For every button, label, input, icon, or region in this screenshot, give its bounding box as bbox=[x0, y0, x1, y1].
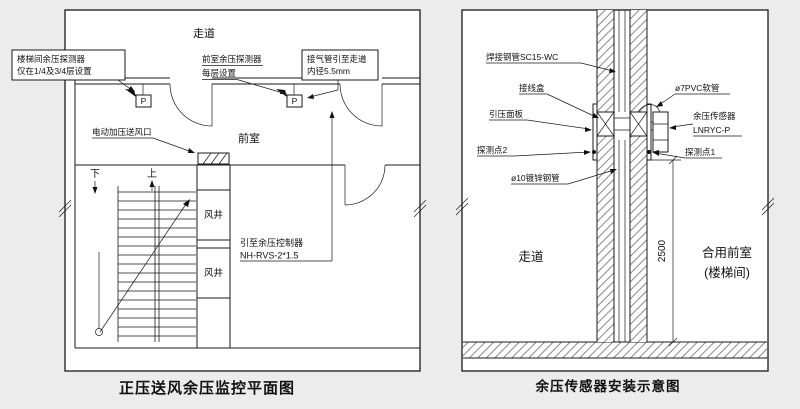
stair-up-label: 上 bbox=[147, 168, 157, 180]
sensor-assembly bbox=[592, 103, 669, 161]
detector-left-label: P bbox=[141, 96, 147, 106]
plan-break-marks bbox=[58, 199, 427, 218]
stair-down-label: 下 bbox=[90, 169, 100, 180]
sensor-note-line2: LNRYC-P bbox=[693, 125, 730, 135]
up-arrow-icon bbox=[149, 180, 155, 187]
detection-point-2-note: 探测点2 bbox=[477, 145, 508, 155]
leader-arrow bbox=[188, 148, 195, 153]
dimension-2500: 2500 bbox=[650, 155, 681, 347]
cavity-pipes bbox=[618, 10, 626, 342]
leader-arrow bbox=[610, 169, 617, 174]
air-tube-note-box bbox=[301, 49, 379, 81]
stair-detector-note-line2: 仅在1/4及3/4层设置 bbox=[17, 66, 92, 76]
down-arrow-icon bbox=[92, 187, 98, 194]
plan-caption: 正压送风余压监控平面图 bbox=[119, 379, 295, 397]
plan-view: P P 下 上 风井 风井 bbox=[11, 9, 427, 397]
fan-outlet-note: 电动加压送风口 bbox=[92, 127, 152, 137]
leader-arrow bbox=[307, 94, 314, 99]
corridor-label: 走道 bbox=[193, 26, 215, 40]
plan-annotations: 走道 前室 楼梯间余压探测器 仅在1/4及3/4层设置 前室余压探测器 每层设置… bbox=[11, 26, 379, 262]
leader-arrow bbox=[669, 125, 676, 130]
leader-arrow bbox=[609, 68, 616, 73]
section-border bbox=[461, 9, 769, 372]
section-front-room-label-line2: (楼梯间) bbox=[704, 265, 750, 280]
section-walls bbox=[596, 10, 648, 342]
leader-arrow bbox=[280, 90, 287, 94]
junction-box-note: 接线盒 bbox=[519, 83, 545, 93]
staircase: 下 上 bbox=[90, 168, 196, 342]
air-tube-note-line2: 内径5.5mm bbox=[307, 66, 350, 76]
detection-point-1-dot bbox=[647, 150, 651, 154]
galvanized-pipe-note: ø10镀锌钢管 bbox=[511, 173, 560, 183]
stair-direction-arrow bbox=[183, 199, 190, 207]
pvc-soft-tube bbox=[637, 104, 661, 113]
air-shafts: 风井 风井 bbox=[197, 189, 230, 299]
detector-right-label: P bbox=[292, 96, 298, 106]
front-room-label: 前室 bbox=[238, 131, 260, 145]
detection-point-1-note: 探测点1 bbox=[685, 147, 716, 157]
section-annotations-left: 焊接钢管SC15-WC 接线盒 引压面板 探测点2 ø10镀锌钢管 bbox=[477, 52, 617, 185]
pvc-tube-note: ø7PVC软管 bbox=[675, 83, 719, 93]
controller-note-line2: NH-RVS-2*1.5 bbox=[240, 251, 298, 261]
pressure-detector-left: P bbox=[125, 84, 152, 108]
shaft-top-label: 风井 bbox=[204, 209, 223, 221]
section-front-room-label-line1: 合用前室 bbox=[702, 245, 752, 260]
dimension-value: 2500 bbox=[657, 239, 668, 262]
front-detector-note-line1: 前室余压探测器 bbox=[202, 54, 262, 64]
pressure-sensor bbox=[652, 111, 669, 153]
leader-arrow bbox=[128, 86, 135, 92]
plan-walls bbox=[74, 77, 420, 349]
pressure-panel-note: 引压面板 bbox=[489, 109, 524, 119]
section-annotations-right: ø7PVC软管 余压传感器 LNRYC-P 探测点1 bbox=[652, 83, 742, 159]
section-corridor-label: 走道 bbox=[518, 250, 544, 264]
controller-note-line1: 引至余压控制器 bbox=[240, 237, 303, 248]
leader-arrow bbox=[584, 150, 591, 155]
leader-arrow bbox=[329, 111, 335, 118]
welded-pipe-note: 焊接钢管SC15-WC bbox=[486, 52, 558, 62]
detection-point-2-dot bbox=[592, 150, 596, 154]
floor-slab bbox=[463, 341, 767, 359]
supply-air-grille bbox=[197, 152, 230, 165]
leader-arrow bbox=[656, 101, 663, 107]
section-break-marks bbox=[455, 197, 775, 216]
leader-arrow bbox=[585, 127, 592, 132]
sensor-note-line1: 余压传感器 bbox=[693, 111, 736, 121]
stair-detector-note-box bbox=[11, 49, 126, 81]
front-detector-note-line2: 每层设置 bbox=[202, 68, 237, 78]
section-view: 焊接钢管SC15-WC 接线盒 引压面板 探测点2 ø10镀锌钢管 ø7PVC软… bbox=[455, 9, 775, 394]
stair-detector-note-line1: 楼梯间余压探测器 bbox=[17, 54, 86, 64]
shaft-bottom-label: 风井 bbox=[204, 267, 223, 279]
leader-arrow bbox=[652, 150, 659, 156]
leader-arrow bbox=[592, 113, 599, 118]
air-tube-note-line1: 接气管引至走道 bbox=[307, 54, 367, 64]
plan-doors bbox=[169, 83, 386, 206]
section-caption: 余压传感器安装示意图 bbox=[535, 378, 681, 394]
